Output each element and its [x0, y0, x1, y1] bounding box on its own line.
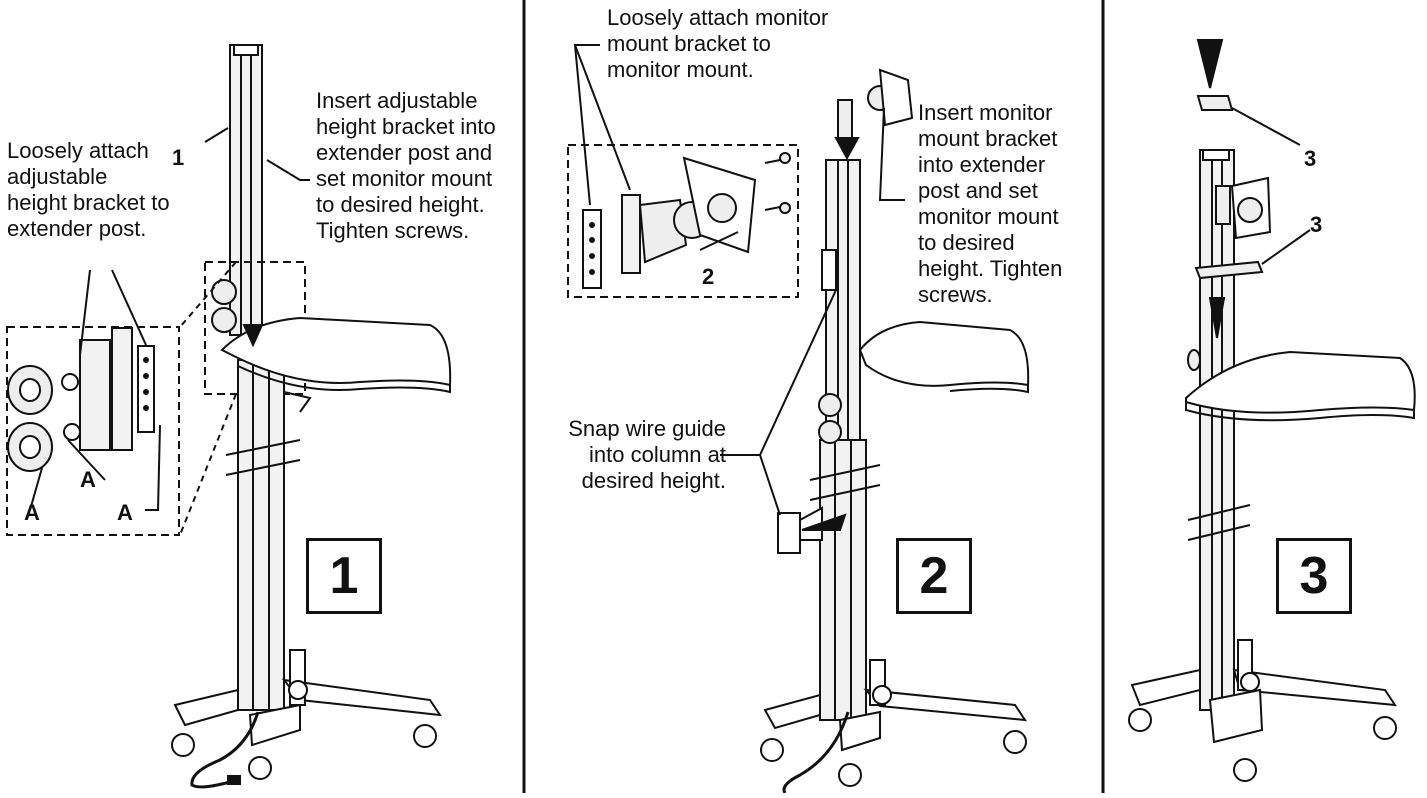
column — [1199, 149, 1235, 711]
instruction-attach-monitor-bracket: Loosely attach monitor mount bracket to … — [607, 5, 829, 82]
callout-3: 3 — [1304, 146, 1317, 171]
panel-3-cart — [1128, 39, 1416, 782]
column — [237, 359, 285, 711]
power-cord — [190, 711, 260, 789]
caster — [171, 733, 195, 757]
instruction-insert-height-bracket: Insert adjustable height bracket into ex… — [316, 88, 496, 243]
callout-a: A — [117, 500, 133, 525]
step-number-3: 3 — [1276, 538, 1352, 614]
adjustment-knob — [818, 393, 842, 417]
screw — [779, 202, 791, 214]
caster — [413, 724, 437, 748]
panel-1-cart — [171, 44, 452, 789]
work-surface — [858, 320, 1030, 387]
column-lower — [819, 439, 867, 721]
work-surface — [1185, 350, 1416, 414]
callout-3: 3 — [1310, 212, 1323, 237]
base — [173, 688, 239, 727]
caster — [288, 680, 308, 700]
caster — [248, 756, 272, 780]
adjustment-knob — [211, 307, 237, 333]
callout-2: 2 — [702, 264, 715, 289]
step-number-2: 2 — [896, 538, 972, 614]
washer — [63, 423, 81, 441]
panel-1-detail — [6, 127, 310, 536]
extender-post — [229, 44, 263, 336]
callout-a: A — [80, 467, 96, 492]
callout-a: A — [24, 500, 40, 525]
wire-guide — [777, 512, 801, 554]
instruction-snap-wire-guide: Snap wire guide into column at desired h… — [568, 416, 726, 493]
adjustment-knob — [818, 420, 842, 444]
power-cord — [782, 711, 850, 794]
top-cap — [1196, 95, 1234, 111]
monitor-plate — [878, 68, 914, 127]
panel-2-cart — [720, 68, 1030, 794]
step-number-1: 1 — [306, 538, 382, 614]
instruction-insert-monitor-bracket: Insert monitor mount bracket into extend… — [918, 100, 1063, 307]
callout-1: 1 — [172, 145, 185, 170]
work-surface — [220, 316, 452, 387]
washer — [61, 373, 79, 391]
instruction-attach-height-bracket: Loosely attach adjustable height bracket… — [7, 138, 170, 241]
panel-2-detail — [567, 44, 799, 298]
adjustment-knob — [211, 279, 237, 305]
shelf — [1194, 260, 1264, 280]
wire-guide-installed — [821, 249, 837, 291]
screw — [779, 152, 791, 164]
